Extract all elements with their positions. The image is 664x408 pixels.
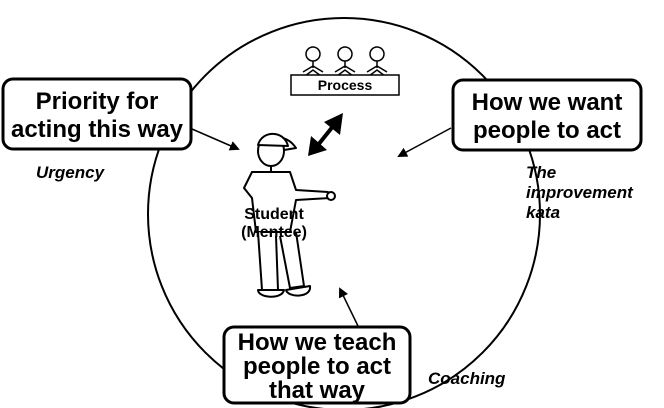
- process-label: Process: [318, 77, 373, 93]
- want-line-1: How we want: [472, 89, 623, 116]
- urgency-label: Urgency: [36, 163, 106, 182]
- process-person-icon: [366, 46, 388, 77]
- teach-line-2: people to act: [243, 353, 391, 380]
- cycle-circle: [147, 17, 541, 408]
- want-box: How we want people to act: [451, 78, 643, 152]
- coaching-label: Coaching: [428, 369, 506, 388]
- double-arrow-icon: [308, 113, 343, 156]
- priority-line-2: acting this way: [11, 116, 184, 143]
- teach-arrow: [339, 287, 359, 327]
- want-arrow: [397, 127, 452, 157]
- priority-line-1: Priority for: [36, 88, 159, 115]
- process-person-icon: [334, 46, 356, 77]
- process-person-icon: [302, 46, 324, 77]
- priority-box: Priority for acting this way: [1, 77, 193, 151]
- teach-box: How we teach people to act that way: [222, 325, 412, 405]
- student-figure-icon: [243, 132, 336, 298]
- teach-line-1: How we teach: [238, 329, 397, 356]
- kata-line-2: improvement: [526, 183, 634, 202]
- want-line-2: people to act: [473, 117, 621, 144]
- kata-line-1: The: [526, 163, 556, 182]
- process-box: [290, 74, 400, 96]
- teach-line-3: that way: [269, 377, 366, 404]
- priority-arrow: [191, 128, 240, 151]
- mentee-label: (Mentee): [241, 224, 307, 241]
- process-group: Process: [290, 46, 400, 96]
- student-label: Student: [244, 206, 304, 223]
- kata-line-3: kata: [526, 203, 560, 222]
